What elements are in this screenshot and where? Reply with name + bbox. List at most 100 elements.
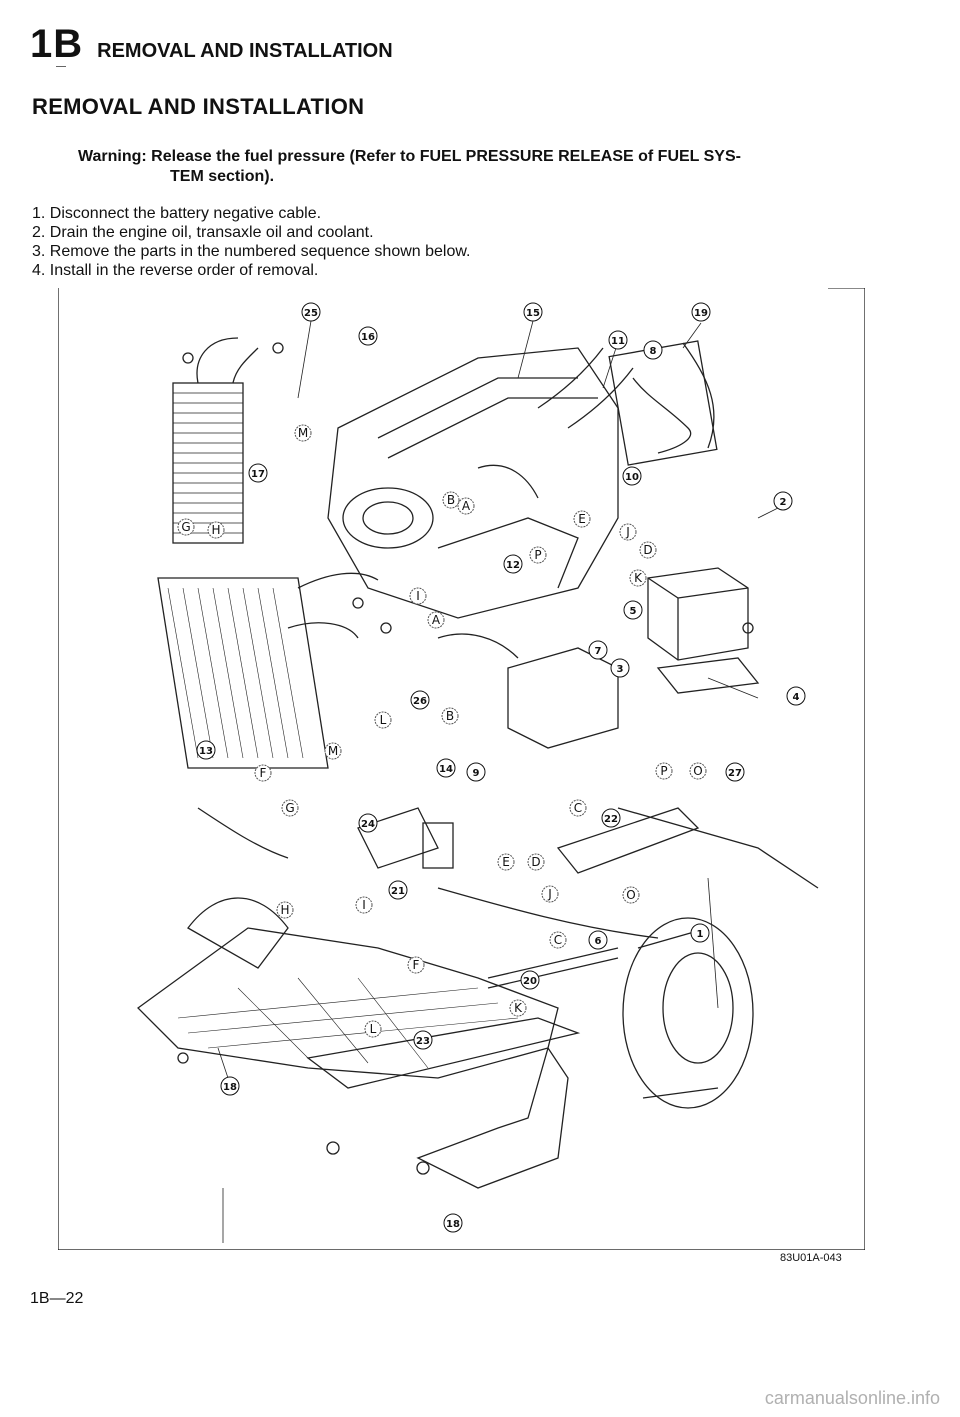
svg-text:8: 8 xyxy=(650,346,657,357)
callout-marker: 20 xyxy=(520,970,540,990)
svg-text:D: D xyxy=(531,855,540,869)
warning-line-1: Warning: Release the fuel pressure (Refe… xyxy=(78,148,741,165)
svg-text:25: 25 xyxy=(304,308,318,319)
letter-marker: F xyxy=(407,956,425,974)
callout-marker: 25 xyxy=(301,302,321,322)
svg-text:H: H xyxy=(280,903,289,917)
svg-text:M: M xyxy=(328,744,338,758)
callout-marker: 10 xyxy=(622,466,642,486)
letter-marker: F xyxy=(254,764,272,782)
letter-marker: A xyxy=(427,611,445,629)
callout-marker: 9 xyxy=(466,762,486,782)
letter-markers: G H M B A E J D P K I A L B M F G P O C … xyxy=(177,424,707,1038)
svg-text:26: 26 xyxy=(413,696,427,707)
callout-marker: 11 xyxy=(608,330,628,350)
svg-text:H: H xyxy=(211,523,220,537)
svg-text:5: 5 xyxy=(630,606,637,617)
svg-text:O: O xyxy=(693,764,702,778)
svg-text:21: 21 xyxy=(391,886,405,897)
svg-text:J: J xyxy=(547,887,552,901)
svg-text:6: 6 xyxy=(595,936,602,947)
letter-marker: G xyxy=(177,518,195,536)
svg-text:13: 13 xyxy=(199,746,213,757)
letter-marker: M xyxy=(294,424,312,442)
callout-marker: 14 xyxy=(436,758,456,778)
letter-marker: P xyxy=(529,546,547,564)
svg-text:4: 4 xyxy=(793,692,800,703)
svg-text:10: 10 xyxy=(625,472,639,483)
letter-marker: G xyxy=(281,799,299,817)
svg-text:D: D xyxy=(643,543,652,557)
letter-marker: L xyxy=(364,1020,382,1038)
svg-text:20: 20 xyxy=(523,976,537,987)
callout-marker: 2 xyxy=(773,491,793,511)
step-item: 3. Remove the parts in the numbered sequ… xyxy=(32,243,471,260)
svg-text:18: 18 xyxy=(223,1082,237,1093)
svg-text:I: I xyxy=(416,589,420,603)
letter-marker: K xyxy=(509,999,527,1017)
letter-marker: B xyxy=(442,491,460,509)
letter-marker: C xyxy=(549,931,567,949)
callout-marker: 24 xyxy=(358,813,378,833)
svg-text:G: G xyxy=(285,801,294,815)
svg-text:E: E xyxy=(502,855,510,869)
svg-text:J: J xyxy=(625,525,630,539)
section-title: REMOVAL AND INSTALLATION xyxy=(97,40,393,62)
footer-watermark[interactable]: carmanualsonline.info xyxy=(764,1388,940,1408)
callout-marker: 7 xyxy=(588,640,608,660)
svg-text:I: I xyxy=(362,898,366,912)
letter-marker: C xyxy=(569,799,587,817)
svg-text:16: 16 xyxy=(361,332,375,343)
svg-text:B: B xyxy=(446,709,454,723)
header-dash xyxy=(56,66,66,67)
section-header: 1B REMOVAL AND INSTALLATION xyxy=(30,22,393,67)
svg-text:24: 24 xyxy=(361,819,375,830)
svg-text:22: 22 xyxy=(604,814,618,825)
callout-marker: 18 xyxy=(220,1076,240,1096)
svg-text:23: 23 xyxy=(416,1036,430,1047)
callout-marker: 6 xyxy=(588,930,608,950)
letter-marker: L xyxy=(374,711,392,729)
svg-text:18: 18 xyxy=(446,1219,460,1230)
callout-marker: 13 xyxy=(196,740,216,760)
svg-text:K: K xyxy=(514,1001,523,1015)
svg-text:12: 12 xyxy=(506,560,520,571)
svg-text:A: A xyxy=(462,499,471,513)
svg-text:2: 2 xyxy=(780,497,787,508)
callout-marker: 27 xyxy=(725,762,745,782)
letter-marker: I xyxy=(355,896,373,914)
letter-marker: E xyxy=(573,510,591,528)
warning-line-2: TEM section). xyxy=(170,168,275,185)
callout-marker: 16 xyxy=(358,326,378,346)
svg-text:L: L xyxy=(380,713,387,727)
figure-code: 83U01A-043 xyxy=(780,1252,842,1264)
svg-text:19: 19 xyxy=(694,308,708,319)
svg-text:A: A xyxy=(432,613,441,627)
svg-text:O: O xyxy=(626,888,635,902)
svg-text:27: 27 xyxy=(728,768,742,779)
letter-marker: K xyxy=(629,569,647,587)
callout-marker: 18 xyxy=(443,1213,463,1233)
svg-text:C: C xyxy=(574,801,582,815)
callout-marker: 3 xyxy=(610,658,630,678)
svg-text:14: 14 xyxy=(439,764,453,775)
letter-marker: O xyxy=(689,762,707,780)
svg-text:E: E xyxy=(578,512,586,526)
svg-text:1: 1 xyxy=(697,929,704,940)
step-item: 2. Drain the engine oil, transaxle oil a… xyxy=(32,224,374,241)
letter-marker: I xyxy=(409,587,427,605)
letter-marker: H xyxy=(207,521,225,539)
svg-text:7: 7 xyxy=(595,646,602,657)
svg-text:17: 17 xyxy=(251,469,265,480)
callout-marker: 22 xyxy=(601,808,621,828)
svg-text:11: 11 xyxy=(611,336,625,347)
callout-marker: 21 xyxy=(388,880,408,900)
callout-marker: 15 xyxy=(523,302,543,322)
letter-marker: D xyxy=(639,541,657,559)
svg-text:P: P xyxy=(534,548,541,562)
svg-text:G: G xyxy=(181,520,190,534)
letter-marker: A xyxy=(457,497,475,515)
callout-marker: 12 xyxy=(503,554,523,574)
callout-marker: 17 xyxy=(248,463,268,483)
step-list: 1. Disconnect the battery negative cable… xyxy=(32,204,471,280)
